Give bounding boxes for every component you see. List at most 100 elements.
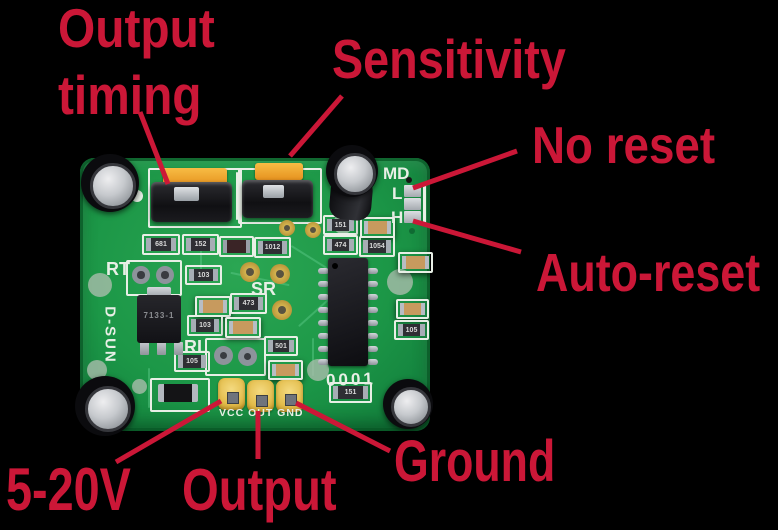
ic-pin	[318, 346, 329, 352]
rl-pad	[238, 347, 257, 366]
ic-pin	[367, 320, 378, 326]
smd-code: 474	[334, 241, 347, 249]
electrolytic-cap-top-left	[81, 154, 139, 212]
ic-pin	[318, 320, 329, 326]
smd-code: 473	[242, 300, 255, 307]
pot-timing-wiper	[174, 187, 199, 201]
ic-pin	[318, 333, 329, 339]
cap-top	[90, 163, 136, 209]
ic-pin	[318, 294, 329, 300]
smd-code: 105	[186, 358, 198, 365]
ic-pin	[367, 359, 378, 365]
jumper-pad-mid	[404, 198, 421, 210]
sensor-pad	[279, 220, 295, 236]
smd-resistor: 473	[230, 293, 267, 314]
smd-capacitor	[268, 360, 303, 380]
jumper-pad-H	[404, 211, 421, 223]
ic-pin	[367, 346, 378, 352]
smd-code: 1012	[264, 244, 281, 251]
regulator-tab	[147, 287, 171, 298]
jumper-bracket	[423, 183, 426, 226]
regulator-marking: 7133-1	[143, 311, 175, 320]
ic-pin	[318, 307, 329, 313]
smd-capacitor	[360, 217, 395, 238]
label-output-timing-line1: Output	[58, 0, 215, 59]
label-sensitivity: Sensitivity	[332, 28, 566, 90]
pcb-trace	[312, 338, 314, 376]
via-hole	[409, 228, 415, 234]
rl-pad	[214, 346, 233, 365]
smd-resistor: 681	[142, 234, 180, 255]
smd-code: 681	[155, 241, 167, 248]
pot-timing-dial	[163, 168, 227, 186]
label-output-timing: Output timing	[58, 0, 215, 129]
pcb-trace	[290, 245, 328, 269]
smd-resistor: 151	[329, 382, 372, 403]
smd-code: 152	[194, 241, 207, 248]
smd-code: 103	[197, 271, 210, 279]
sensor-pad	[272, 300, 292, 320]
label-auto-reset: Auto-reset	[536, 243, 761, 303]
ic-pin	[367, 281, 378, 287]
header-solder-joint	[227, 392, 239, 404]
smd-code: 103	[199, 322, 211, 329]
rl-pad-box	[205, 338, 266, 376]
cap-top	[84, 385, 132, 433]
voltage-regulator: 7133-1	[137, 295, 181, 343]
electrolytic-cap-top	[326, 145, 378, 197]
ic-chip	[328, 258, 368, 366]
mounting-hole	[87, 360, 107, 380]
mounting-hole	[132, 379, 147, 394]
smd-capacitor	[396, 299, 429, 319]
leader-sensitivity	[288, 94, 344, 158]
silkscreen-pin-labels: VCC OUT GND	[219, 407, 304, 419]
smd-code: 501	[275, 342, 287, 350]
ic-pin1-dot	[332, 263, 338, 269]
ic-pin	[318, 281, 329, 287]
smd-resistor: 105	[174, 351, 210, 372]
jumper-pad-L	[404, 185, 421, 197]
smd-capacitor	[225, 317, 261, 338]
pcb-board: 7133-1 MD L	[75, 145, 433, 436]
silkscreen-rt: RT	[106, 259, 130, 279]
pot-sensitivity-wiper	[263, 185, 284, 198]
diode	[158, 384, 198, 402]
label-output-timing-line2: timing	[58, 64, 202, 126]
smd-resistor: 1054	[359, 236, 395, 257]
rt-pad	[156, 266, 174, 284]
smd-code: 151	[334, 221, 347, 229]
ic-pin	[318, 359, 329, 365]
rt-pad	[132, 266, 150, 284]
sensor-pad	[240, 262, 260, 282]
md-dot	[406, 177, 412, 183]
smd-resistor: 1012	[254, 237, 291, 258]
smd-capacitor	[195, 296, 231, 317]
label-no-reset: No reset	[532, 117, 716, 175]
smd-resistor: 103	[187, 315, 223, 336]
smd-resistor: 152	[182, 234, 219, 255]
silkscreen-box	[236, 172, 238, 220]
regulator-leg	[174, 342, 183, 355]
electrolytic-cap-bottom-left	[75, 376, 135, 436]
label-output-pin: Output	[182, 457, 337, 523]
label-ground: Ground	[394, 429, 556, 494]
smd-resistor: 105	[394, 320, 429, 340]
smd-code: 105	[405, 326, 418, 334]
cap-top	[391, 387, 431, 427]
ic-pin	[367, 294, 378, 300]
smd-code: 151	[344, 389, 357, 396]
silkscreen-brand: D-SUN	[101, 306, 119, 364]
smd-resistor	[219, 236, 254, 257]
smd-resistor: 103	[185, 265, 222, 285]
sensor-pad	[305, 222, 321, 238]
pcb-trace	[148, 368, 150, 408]
silkscreen-md: MD	[383, 164, 410, 183]
header-solder-joint	[256, 395, 268, 407]
cap-top	[334, 153, 376, 195]
electrolytic-cap-bottom-right	[383, 379, 433, 429]
regulator-leg	[140, 342, 149, 355]
mounting-hole	[88, 273, 112, 297]
ic-pin	[367, 307, 378, 313]
smd-resistor: 501	[264, 336, 298, 356]
